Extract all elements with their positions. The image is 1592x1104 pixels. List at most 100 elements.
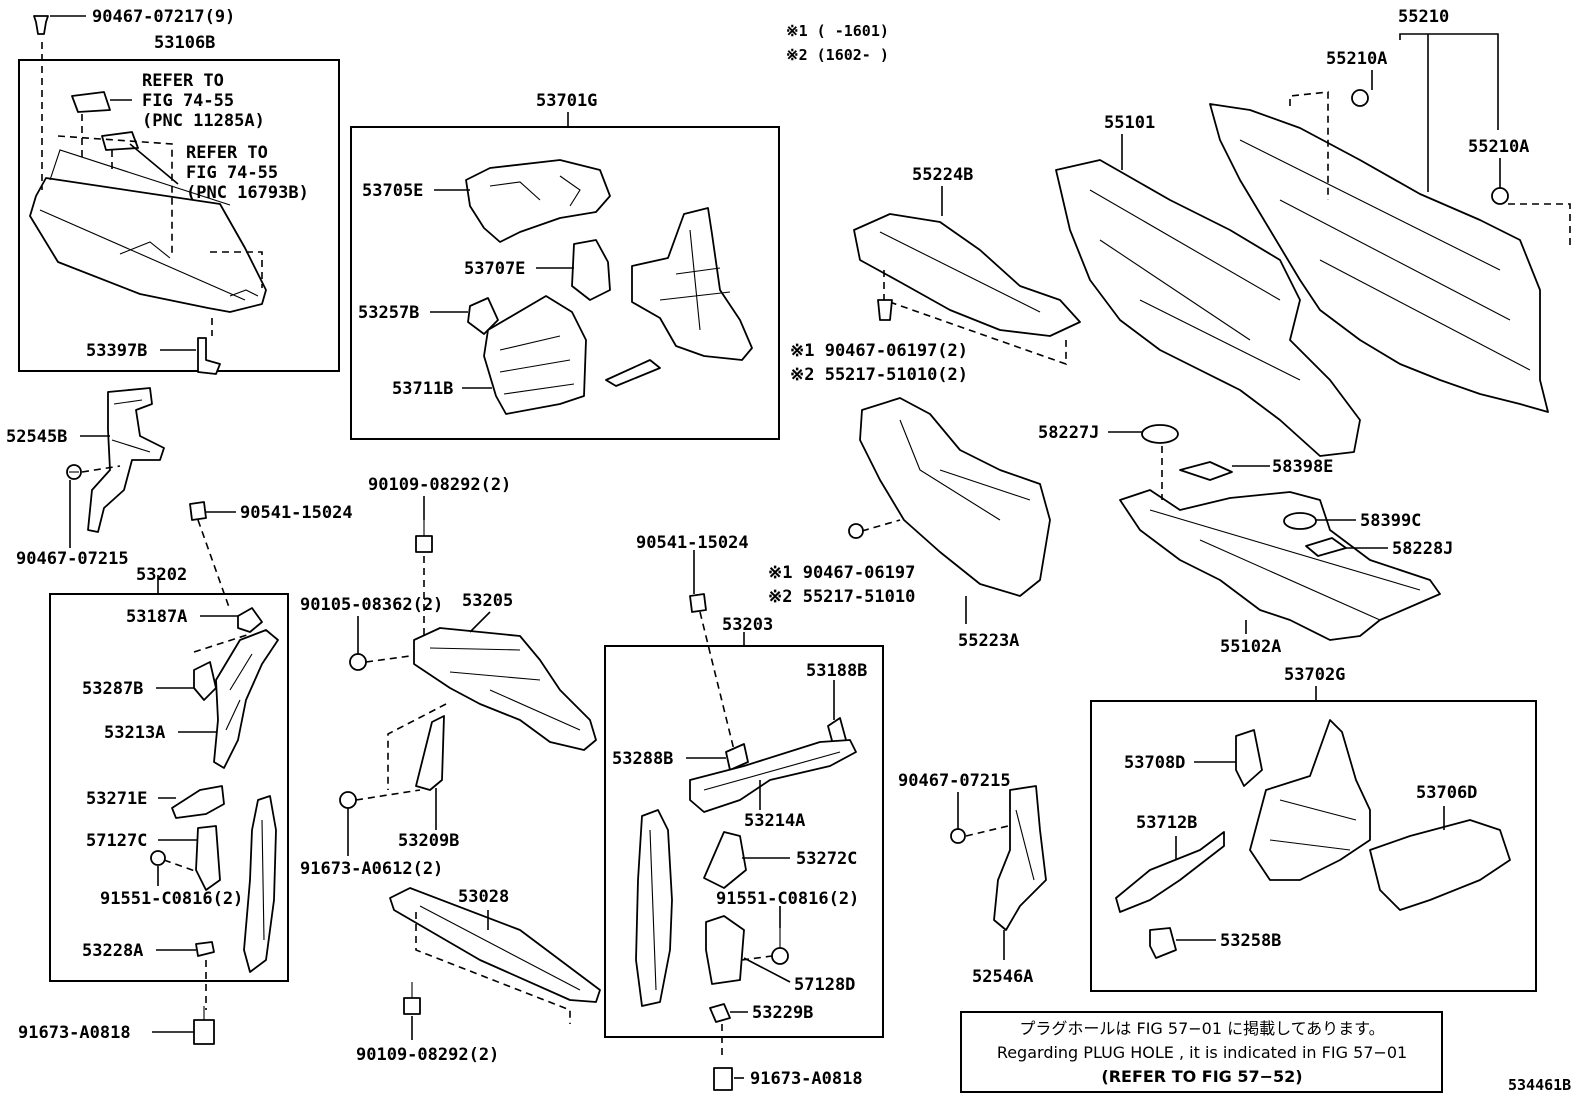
label-58227J: 58227J	[1038, 423, 1099, 443]
legend-range-2: ※2 (1602- )	[786, 46, 889, 64]
part-53187A	[237, 607, 263, 633]
label-90109-08292-top: 90109-08292(2)	[368, 475, 511, 495]
label-57128D: 57128D	[794, 975, 855, 995]
plug-hole-note-en: Regarding PLUG HOLE , it is indicated in…	[997, 1043, 1407, 1062]
clip-90467-06197-top	[877, 299, 893, 321]
label-53272C: 53272C	[796, 849, 857, 869]
clip-55210A-1	[1351, 89, 1369, 107]
part-58227J	[1141, 424, 1179, 444]
plug-hole-note-box	[960, 1011, 1443, 1093]
part-53707E	[571, 239, 611, 301]
label-53708D: 53708D	[1124, 753, 1185, 773]
part-53229B	[709, 1003, 731, 1023]
label-90541-15024-mid: 90541-15024	[636, 533, 749, 553]
label-55223A: 55223A	[958, 631, 1019, 651]
label-91673-A0612: 91673-A0612(2)	[300, 859, 443, 879]
label-53187A: 53187A	[126, 607, 187, 627]
part-53711B	[483, 295, 587, 415]
label-90105-08362: 90105-08362(2)	[300, 595, 443, 615]
clip-90467-07217	[33, 15, 49, 35]
label-55210A-2: 55210A	[1468, 137, 1529, 157]
label-91551-C0816-left: 91551-C0816(2)	[100, 889, 243, 909]
part-53271E	[171, 785, 225, 819]
label-53705E: 53705E	[362, 181, 423, 201]
label-55224B: 55224B	[912, 165, 973, 185]
label-58398E: 58398E	[1272, 457, 1333, 477]
clip-55210A-2	[1491, 187, 1509, 205]
part-53202-pillar	[243, 795, 277, 973]
bolt-91551-C0816-mid	[771, 928, 789, 965]
legend-range-1: ※1 ( -1601)	[786, 22, 889, 40]
label-53202: 53202	[136, 565, 187, 585]
group-box-53106B	[18, 59, 340, 372]
label-90467-07215-right: 90467-07215	[898, 771, 1011, 791]
label-53228A: 53228A	[82, 941, 143, 961]
label-90467-06197-x2: ※1 90467-06197(2)	[790, 341, 968, 361]
part-53203-pillar	[635, 809, 673, 1007]
part-57128D	[705, 915, 745, 985]
label-55217-51010-x2: ※2 55217-51010(2)	[790, 365, 968, 385]
bolt-91673-A0818-mid	[713, 1067, 733, 1091]
label-53288B: 53288B	[612, 749, 673, 769]
label-58228J: 58228J	[1392, 539, 1453, 559]
ref-patch-1	[71, 91, 111, 113]
label-55210A-1: 55210A	[1326, 49, 1387, 69]
part-53228A	[195, 941, 215, 957]
bolt-90467-07215-right	[950, 828, 966, 844]
part-53213A	[213, 629, 279, 769]
label-57127C: 57127C	[86, 831, 147, 851]
label-refer2-line1: REFER TO	[186, 143, 268, 163]
part-53706D	[1369, 819, 1511, 911]
part-53209B	[415, 715, 445, 791]
part-53288B	[725, 743, 749, 771]
group-box-53702G	[1090, 700, 1537, 992]
label-52546A: 52546A	[972, 967, 1033, 987]
label-52545B: 52545B	[6, 427, 67, 447]
label-90467-07215-left: 90467-07215	[16, 549, 129, 569]
label-55101: 55101	[1104, 113, 1155, 133]
part-55223A	[859, 397, 1051, 597]
bolt-91673-A0612	[339, 791, 357, 809]
label-53712B: 53712B	[1136, 813, 1197, 833]
label-refer2-line2: FIG 74-55	[186, 163, 278, 183]
group-box-53701G	[350, 126, 780, 440]
label-91673-A0818-left: 91673-A0818	[18, 1023, 131, 1043]
part-57127C	[195, 825, 221, 891]
label-53028: 53028	[458, 887, 509, 907]
label-55210: 55210	[1398, 7, 1449, 27]
clip-90541-15024-mid	[689, 593, 707, 613]
group-box-53202	[49, 593, 289, 982]
part-53287B	[193, 661, 217, 701]
plug-hole-note-ref: (REFER TO FIG 57−52)	[1101, 1067, 1302, 1086]
label-53257B: 53257B	[358, 303, 419, 323]
label-53203: 53203	[722, 615, 773, 635]
label-53205: 53205	[462, 591, 513, 611]
label-53214A: 53214A	[744, 811, 805, 831]
part-53214A	[689, 739, 857, 813]
label-90467-06197: ※1 90467-06197	[768, 563, 915, 583]
part-52546A	[993, 785, 1047, 931]
part-53397B	[197, 337, 221, 375]
leader-lines	[50, 15, 1501, 1079]
label-53188B: 53188B	[806, 661, 867, 681]
part-53701G-apron	[605, 207, 753, 387]
label-53707E: 53707E	[464, 259, 525, 279]
label-53209B: 53209B	[398, 831, 459, 851]
label-90467-07217: 90467-07217(9)	[92, 7, 235, 27]
part-55101	[1055, 159, 1361, 457]
label-53397B: 53397B	[86, 341, 147, 361]
bolt-90109-08292-top	[415, 520, 433, 553]
label-91551-C0816-mid: 91551-C0816(2)	[716, 889, 859, 909]
part-53712B	[1115, 831, 1225, 913]
label-91673-A0818-mid: 91673-A0818	[750, 1069, 863, 1089]
label-53711B: 53711B	[392, 379, 453, 399]
part-55224B	[853, 213, 1081, 337]
label-refer2-line3: (PNC 16793B)	[186, 183, 309, 203]
part-58398E	[1179, 461, 1233, 481]
part-53257B	[467, 297, 499, 335]
part-55210	[1209, 103, 1549, 413]
label-53287B: 53287B	[82, 679, 143, 699]
part-52545B	[87, 387, 165, 533]
label-53701G: 53701G	[536, 91, 597, 111]
